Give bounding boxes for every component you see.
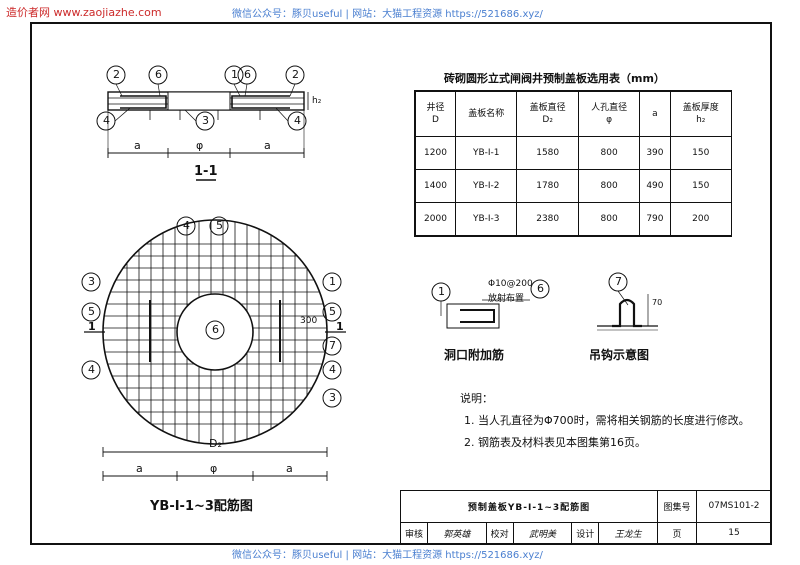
plan-callout-right-1: 1 (329, 275, 336, 288)
table-cell: 800 (577, 136, 641, 170)
opening-label: 洞口附加筋 (444, 348, 505, 362)
table-cell: 200 (669, 202, 733, 237)
plan-dim-d2: D₂ (209, 437, 222, 450)
table-cell: 800 (577, 202, 641, 237)
callout-4-right: 4 (294, 114, 301, 127)
watermark-bottom-center: 微信公众号：豚贝useful | 网站：大猫工程资源 https://52168… (232, 550, 543, 561)
checker-name: 武明美 (512, 521, 573, 546)
drawing-title: 预制盖板YB-Ⅰ-1~3配筋图 (400, 490, 658, 523)
hook-callout-7: 7 (615, 275, 622, 288)
callout-2-left: 2 (113, 68, 120, 81)
plan-callout-right-5: 5 (329, 305, 336, 318)
plan-dim-a-left: a (136, 462, 143, 475)
notes: 说明： 1. 当人孔直径为Φ700时，需将相关钢筋的长度进行修改。 2. 钢筋表… (460, 388, 750, 454)
page-number: 15 (696, 521, 772, 546)
section-h-label: h₂ (312, 96, 322, 106)
opening-callout-6: 6 (537, 282, 544, 295)
detail-hook (597, 272, 658, 331)
page-label: 页 (657, 521, 697, 546)
plan-dim-phi: φ (210, 462, 218, 475)
hook-label: 吊钩示意图 (589, 348, 650, 362)
plan-cut-mark-right: 1 (336, 320, 344, 333)
note-item-2: 2. 钢筋表及材料表见本图集第16页。 (464, 436, 646, 449)
plan-callout-left-3: 3 (88, 275, 95, 288)
table-cell: YB-Ⅰ-2 (455, 169, 518, 203)
watermark-top-center: 微信公众号：豚贝useful | 网站：大猫工程资源 https://52168… (232, 9, 543, 20)
th-a: a (639, 90, 671, 137)
section-dim-a-left: a (134, 139, 141, 152)
th-name: 盖板名称 (455, 90, 518, 137)
plan-callout-right-7: 7 (329, 339, 336, 352)
plan-callout-top-4: 4 (183, 219, 190, 232)
table-cell: 800 (577, 169, 641, 203)
table-row: 2000 YB-Ⅰ-3 2380 800 790 200 (414, 202, 733, 237)
table-row: 1200 YB-Ⅰ-1 1580 800 390 150 (414, 136, 733, 170)
opening-callout-1: 1 (438, 285, 445, 298)
design-label: 设计 (571, 521, 600, 546)
table-cell: 1780 (516, 169, 579, 203)
table-cell: 490 (639, 169, 671, 203)
table-cell: 2380 (516, 202, 579, 237)
opening-annotation-spacing: Φ10@200 (488, 279, 533, 289)
table-cell: YB-Ⅰ-3 (455, 202, 518, 237)
callout-3: 3 (202, 114, 209, 127)
callout-6-left: 6 (155, 68, 162, 81)
plan-callout-center-6: 6 (212, 323, 219, 336)
plan-label: YB-Ⅰ-1~3配筋图 (150, 499, 253, 514)
notes-heading: 说明： (460, 392, 493, 405)
plan-dim-a-right: a (286, 462, 293, 475)
table-title: 砖砌圆形立式闸阀井预制盖板选用表（mm） (444, 72, 665, 85)
detail-opening-bar (431, 279, 550, 329)
table-cell: 1400 (414, 169, 457, 203)
table-cell: 1200 (414, 136, 457, 170)
callout-4-left: 4 (103, 114, 110, 127)
callout-2-right: 2 (292, 68, 299, 81)
table-cell: YB-Ⅰ-1 (455, 136, 518, 170)
section-dim-phi: φ (196, 139, 204, 152)
plan-callout-left-5: 5 (88, 305, 95, 318)
callout-1: 1 (231, 68, 238, 81)
table-cell: 150 (669, 136, 733, 170)
callout-6-right: 6 (244, 68, 251, 81)
section-1-1 (96, 65, 309, 181)
table-cell: 150 (669, 169, 733, 203)
hook-dim: 70 (652, 298, 663, 307)
atlas-number: 07MS101-2 (696, 490, 772, 523)
table-cell: 790 (639, 202, 671, 237)
table-row: 1400 YB-Ⅰ-2 1780 800 490 150 (414, 169, 733, 203)
plan-callout-right-3: 3 (329, 391, 336, 404)
table-cell: 1580 (516, 136, 579, 170)
review-label: 审核 (400, 521, 428, 546)
plan-callout-top-5: 5 (216, 219, 223, 232)
table-cell: 390 (639, 136, 671, 170)
plan-angle: 300 (300, 316, 318, 326)
plan-callout-right-4: 4 (329, 363, 336, 376)
atlas-label: 图集号 (657, 490, 697, 523)
opening-annotation-layout: 放射布置 (488, 294, 525, 304)
designer-name: 王龙生 (598, 521, 658, 546)
check-label: 校对 (485, 521, 514, 546)
section-dim-a-right: a (264, 139, 271, 152)
plan-callout-left-4: 4 (88, 363, 95, 376)
watermark-top-left: 造价者网 www.zaojiazhe.com (6, 6, 162, 19)
table-cell: 2000 (414, 202, 457, 237)
reviewer-name: 郭英雄 (427, 521, 487, 546)
note-item-1: 1. 当人孔直径为Φ700时，需将相关钢筋的长度进行修改。 (464, 414, 750, 427)
title-block: 预制盖板YB-Ⅰ-1~3配筋图 图集号 07MS101-2 审核 郭英雄 校对 … (400, 490, 772, 546)
plan-cut-mark-left: 1 (88, 320, 96, 333)
section-label: 1-1 (194, 164, 218, 179)
